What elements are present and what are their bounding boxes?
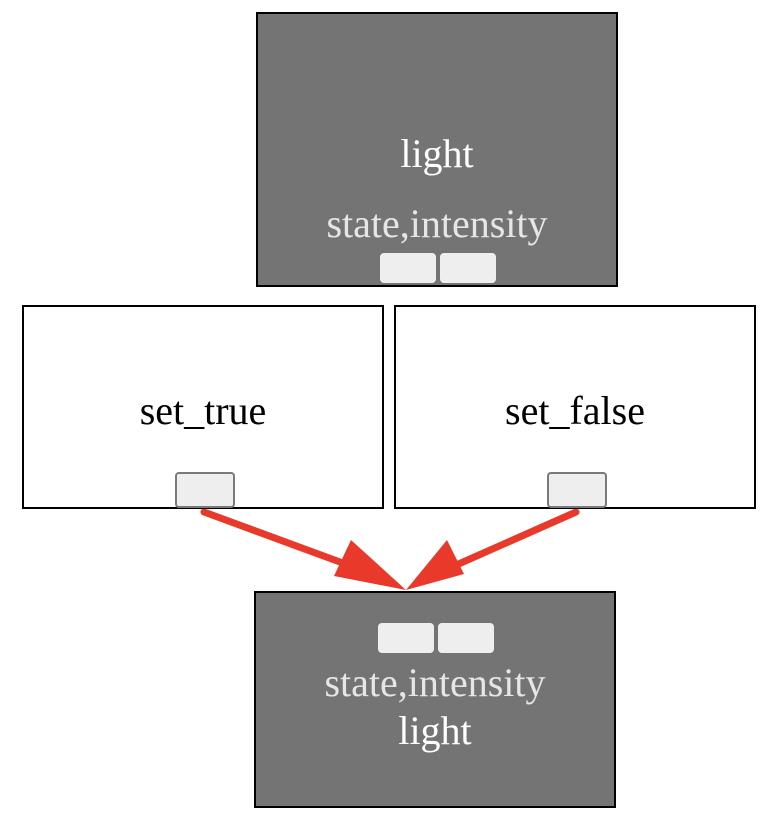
light-node-top-fields: state,intensity [326,201,548,246]
light-node-bottom-title: light [398,708,472,753]
port-state-out[interactable] [380,253,436,283]
set-false-node-title: set_false [505,388,645,433]
set-true-node[interactable]: set_true [22,305,384,509]
set-false-output-port[interactable] [547,472,607,508]
set-false-node[interactable]: set_false [394,305,756,509]
port-intensity-out[interactable] [440,253,496,283]
arrowhead-set-true [334,540,406,590]
edge-set-false-to-light [432,508,580,578]
port-state-in[interactable] [378,623,434,653]
port-intensity-in[interactable] [438,623,494,653]
light-node-top-title: light [400,131,474,176]
light-node-bottom-fields: state,intensity [324,660,546,705]
set-true-output-port[interactable] [175,472,235,508]
arrowhead-set-false [406,540,464,590]
light-node-top[interactable]: light state,intensity [256,12,618,287]
light-node-bottom[interactable]: state,intensity light [254,591,616,808]
set-true-node-title: set_true [139,388,267,433]
